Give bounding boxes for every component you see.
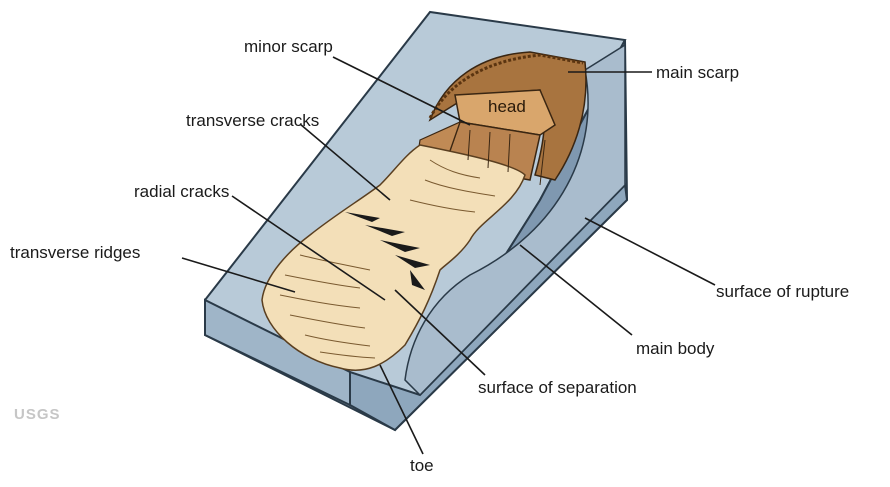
label-head: head xyxy=(488,97,526,117)
label-surface-of-separation: surface of separation xyxy=(478,379,637,396)
leader-surface-of-rupture xyxy=(585,218,715,285)
label-minor-scarp: minor scarp xyxy=(244,38,333,55)
label-toe: toe xyxy=(410,457,434,474)
label-main-scarp: main scarp xyxy=(656,64,739,81)
usgs-watermark: USGS xyxy=(14,406,61,423)
label-surface-of-rupture: surface of rupture xyxy=(716,283,849,300)
label-transverse-ridges: transverse ridges xyxy=(10,244,140,261)
label-main-body: main body xyxy=(636,340,714,357)
label-radial-cracks: radial cracks xyxy=(134,183,229,200)
label-transverse-cracks: transverse cracks xyxy=(186,112,319,129)
